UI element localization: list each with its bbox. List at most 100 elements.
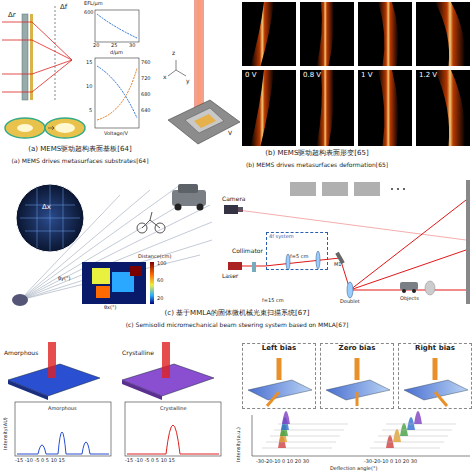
- figure-label: y: [186, 78, 190, 85]
- baseline: [262, 448, 332, 449]
- figure-label: Δx: [42, 204, 51, 212]
- beam-trace: [378, 2, 398, 66]
- figure-label: (a) MEMS驱动超构表面基板[64]: [28, 146, 131, 154]
- figure-label: Distance(cm): [138, 254, 171, 260]
- intensity-peak: [282, 411, 290, 424]
- figure-label: -30-20-10 0 10 20 30: [364, 459, 417, 465]
- figure-label: (b) MEMS drives metasurfaces deformation…: [246, 162, 388, 169]
- figure-label: Amorphous: [48, 406, 77, 412]
- figure-label: Crystalline: [160, 406, 187, 412]
- figure-label: θx(°): [104, 305, 116, 311]
- baseline: [378, 436, 448, 437]
- beam-photo: [300, 70, 354, 146]
- beam-photo: [242, 2, 296, 66]
- incident-beam: [277, 358, 282, 380]
- figure-label: Camera: [222, 196, 246, 203]
- beam-trace: [317, 2, 334, 66]
- figure-label: Deflection angle(°): [330, 466, 377, 472]
- figure-label: Intensity(a.u.): [236, 427, 242, 462]
- baseline: [266, 442, 336, 443]
- metasurface-slab: [248, 380, 312, 400]
- figure-label: 25: [111, 43, 117, 49]
- deflected-beam: [356, 392, 359, 406]
- figure-label: 760: [141, 60, 151, 66]
- beam-trace: [435, 2, 465, 66]
- figure-label: 600: [84, 10, 94, 16]
- baseline: [382, 430, 452, 431]
- node-text: Left bias: [245, 345, 313, 353]
- panel-a-art: [2, 6, 139, 138]
- bias-panel: Zero bias: [320, 343, 394, 409]
- intensity-peak: [386, 435, 394, 448]
- figure-label: 60: [157, 278, 163, 284]
- beam-trace: [317, 70, 334, 146]
- figure-label: V: [228, 130, 232, 137]
- bias-panel: Left bias: [242, 343, 316, 409]
- figure-label: Objects: [400, 296, 419, 302]
- incident-beam: [355, 358, 360, 380]
- intensity-peak: [414, 411, 422, 424]
- beam-trace: [251, 2, 275, 66]
- figure-label: EFL/μm: [84, 1, 103, 7]
- figure-label: f=15 cm: [262, 298, 284, 304]
- beam-photo: [242, 70, 296, 146]
- beam-trace: [251, 70, 275, 146]
- beam-photo: [358, 70, 412, 146]
- figure-label: Δf: [60, 4, 67, 12]
- figure-label: 20: [93, 43, 99, 49]
- node-text: Right bias: [401, 345, 469, 353]
- figure-label: 1 V: [361, 72, 372, 80]
- metasurface-slab: [404, 380, 468, 400]
- figure-label: (c) Semisolid micromechanical beam steer…: [126, 322, 349, 329]
- figure-label: 5: [89, 108, 92, 114]
- intensity-peak: [400, 423, 408, 436]
- figure-label: Collimator: [232, 248, 263, 255]
- panel-e-art: [248, 358, 470, 456]
- figure-label: M1: [334, 262, 342, 268]
- beam-photo: [416, 2, 470, 66]
- panel-b-art: [168, 0, 470, 146]
- figure-label: f=5 cm: [290, 254, 308, 260]
- figure-label: Doublet: [340, 299, 360, 305]
- figure-label: z: [172, 50, 175, 57]
- figure-label: 20: [157, 296, 163, 302]
- figure-label: 10: [86, 84, 92, 90]
- figure-label: Δr: [8, 12, 16, 20]
- bias-panel: Right bias: [398, 343, 472, 409]
- figure-label: x: [163, 74, 167, 81]
- figure-label: (b) MEMS驱动超构表面形变[65]: [265, 150, 368, 158]
- incident-beam: [433, 358, 438, 380]
- beam-photo: [416, 70, 470, 146]
- figure-label: Intensity(AU): [3, 417, 9, 450]
- figure-label: 0.8 V: [303, 72, 321, 80]
- baseline: [374, 442, 444, 443]
- dashed-group-box: 4f system: [266, 232, 328, 270]
- figure-label: 30: [129, 43, 135, 49]
- beam-trace: [435, 70, 465, 146]
- figure-label: d/μm: [110, 50, 123, 56]
- figure-label: -30-20-10 0 10 20 30: [256, 459, 309, 465]
- panel-d-art: [8, 342, 221, 456]
- figure-label: (c) 基于MMLA的固体微机械光束扫描系统[67]: [165, 310, 310, 318]
- figure-label: θy(°): [58, 276, 70, 282]
- figure-label: 640: [141, 108, 151, 114]
- figure-label: 720: [141, 76, 151, 82]
- node-text: 4f system: [269, 234, 325, 240]
- figure-label: Laser: [222, 273, 238, 280]
- baseline: [370, 448, 440, 449]
- figure-label: (a) MEMS drives metasurfaces substrates[…: [12, 158, 149, 165]
- intensity-peak: [407, 417, 415, 430]
- figure-label: Crystalline: [122, 350, 154, 357]
- node-text: Zero bias: [323, 345, 391, 353]
- beam-photo: [358, 2, 412, 66]
- panel-c-art: [12, 180, 470, 306]
- figure-label: Amorphous: [4, 350, 38, 357]
- figure-label: 15: [86, 60, 92, 66]
- figure-label: -15 -10 -5 0 5 10 15: [15, 458, 65, 464]
- beam-photo: [300, 2, 354, 66]
- figure-label: 680: [141, 92, 151, 98]
- deflected-beam: [267, 392, 279, 406]
- beam-trace: [378, 70, 398, 146]
